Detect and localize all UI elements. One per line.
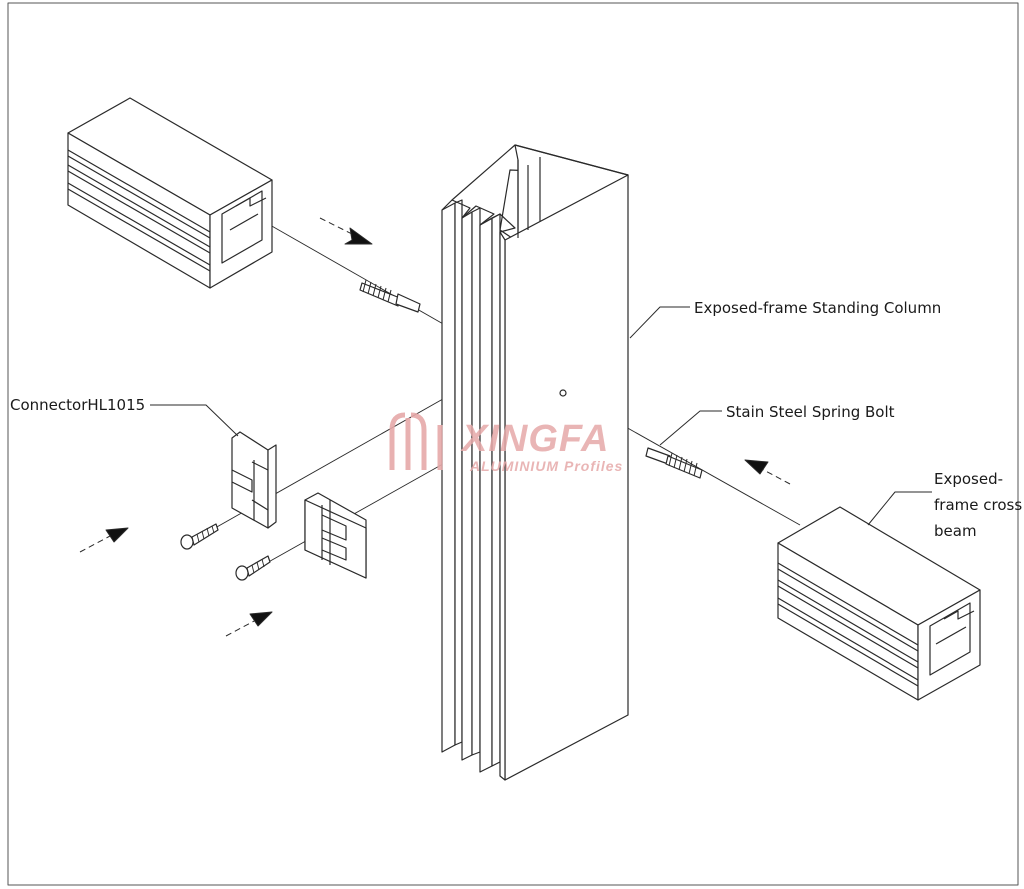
label-cross-beam-line1: Exposed-	[934, 470, 1004, 488]
page-border	[7, 2, 1019, 886]
arrow-right-beam-pointing	[744, 459, 791, 485]
label-cross-beam: Exposed- frame cross beam	[934, 466, 1022, 544]
direction-arrows	[79, 217, 791, 637]
upper-spring-bolt	[359, 279, 421, 313]
arrow-left-connector-1	[79, 527, 129, 553]
label-cross-beam-line3: beam	[934, 522, 977, 540]
arrow-left-connector-2	[225, 611, 273, 637]
lower-screw	[235, 555, 271, 581]
label-standing-column: Exposed-frame Standing Column	[694, 299, 942, 317]
left-cross-beam	[67, 97, 273, 289]
watermark-brand: XINGFA	[462, 418, 610, 460]
label-cross-beam-line2: frame cross	[934, 496, 1023, 514]
watermark-tagline: ALUMINIUM Profiles	[470, 458, 624, 474]
standing-column	[441, 144, 629, 781]
upper-screw	[180, 523, 219, 550]
connector-right-piece	[304, 492, 367, 579]
connector-hl1015-left	[231, 431, 277, 529]
leader-lines	[150, 306, 932, 526]
arrow-upper-right-pointing	[319, 217, 373, 245]
watermark-logo-icon	[389, 412, 443, 470]
right-cross-beam	[777, 506, 981, 701]
label-spring-bolt: Stain Steel Spring Bolt	[726, 403, 895, 421]
label-connector: ConnectorHL1015	[10, 396, 146, 414]
right-spring-bolt	[559, 389, 703, 479]
